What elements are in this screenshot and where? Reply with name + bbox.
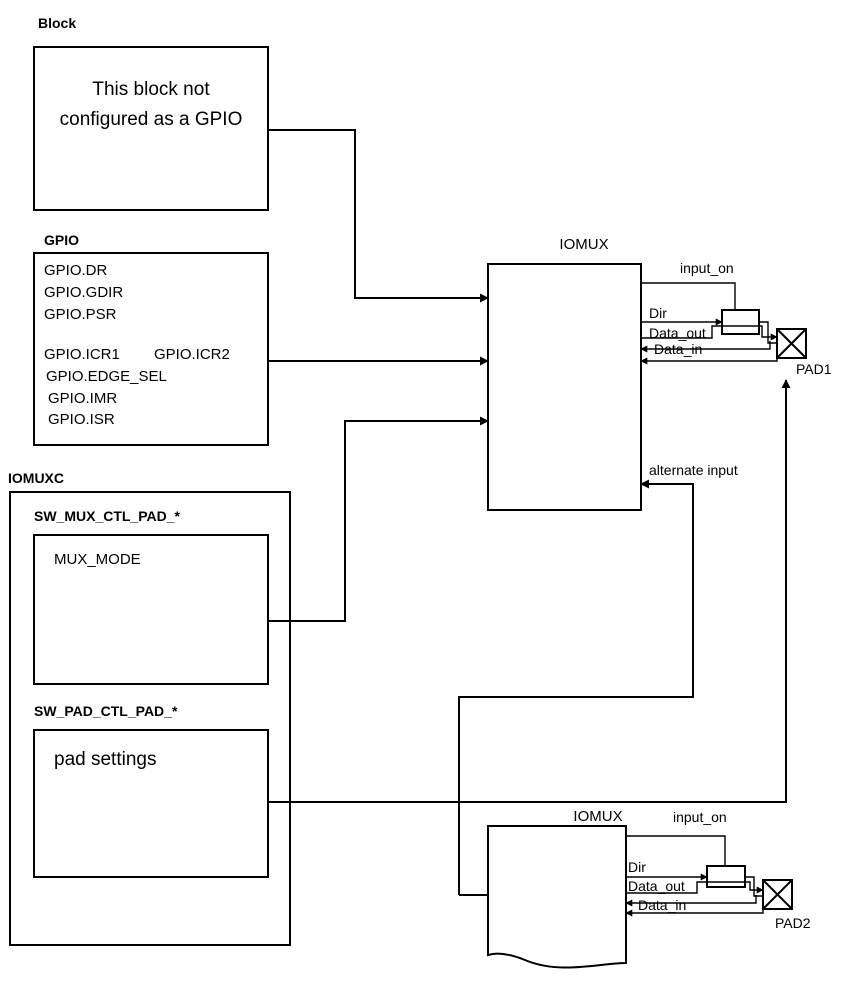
gpio-register-icr2: GPIO.ICR2 bbox=[154, 346, 230, 363]
gpio-register-imr: GPIO.IMR bbox=[48, 390, 117, 407]
pad-ctl-label: SW_PAD_CTL_PAD_* bbox=[34, 703, 178, 719]
iomux-main-data-in-label: Data_in bbox=[654, 341, 702, 357]
block-text-line2: configured as a GPIO bbox=[60, 109, 243, 130]
iomux-main-buffer-out-line bbox=[759, 321, 777, 344]
block-text-line1: This block not bbox=[92, 79, 210, 100]
gpio-register-dr: GPIO.DR bbox=[44, 262, 108, 279]
iomux-main-data-out-line bbox=[641, 325, 778, 341]
iomux-second-dir-label: Dir bbox=[628, 859, 646, 875]
block-heading: Block bbox=[38, 15, 76, 31]
mux-ctl-label: SW_MUX_CTL_PAD_* bbox=[34, 508, 181, 524]
iomux-second-data-in-line bbox=[625, 895, 757, 907]
gpio-register-gdir: GPIO.GDIR bbox=[44, 284, 123, 301]
pad-settings-to-pad1-connector bbox=[268, 379, 791, 803]
pad1-label: PAD1 bbox=[796, 361, 832, 377]
mux-mode-to-iomux-connector bbox=[268, 416, 489, 622]
pad2-label: PAD2 bbox=[775, 915, 811, 931]
gpio-register-edge-sel: GPIO.EDGE_SEL bbox=[46, 368, 167, 385]
iomux-main-data-out-label: Data_out bbox=[649, 325, 706, 341]
iomux-main-box bbox=[487, 263, 642, 511]
pad1-icon bbox=[776, 328, 807, 359]
gpio-box bbox=[33, 252, 269, 446]
iomux-second-input-on-label: input_on bbox=[673, 809, 727, 825]
alternate-input-connector bbox=[458, 479, 694, 895]
iomuxc-box bbox=[9, 491, 291, 946]
pad2-icon bbox=[762, 879, 793, 910]
mux-mode-label: MUX_MODE bbox=[54, 551, 141, 568]
iomux-main-input-on-label: input_on bbox=[680, 260, 734, 276]
mux-mode-box bbox=[33, 534, 269, 685]
iomux-second-title: IOMUX bbox=[573, 808, 622, 825]
iomux-second-data-out-label: Data_out bbox=[628, 878, 685, 894]
gpio-register-isr: GPIO.ISR bbox=[48, 411, 115, 428]
iomuxc-heading: IOMUXC bbox=[8, 470, 64, 486]
gpio-heading: GPIO bbox=[44, 232, 79, 248]
iomux-second-buffer-out-line bbox=[745, 876, 763, 897]
pad-settings-box bbox=[33, 729, 269, 878]
gpio-register-icr1: GPIO.ICR1 bbox=[44, 346, 120, 363]
pad-settings-label: pad settings bbox=[54, 749, 156, 770]
gpio-register-psr: GPIO.PSR bbox=[44, 306, 117, 323]
block-to-iomux-connector bbox=[268, 129, 489, 303]
iomux-main-input-on-line bbox=[641, 282, 736, 310]
iomux-main-title: IOMUX bbox=[559, 236, 608, 253]
alternate-input-label: alternate input bbox=[649, 462, 738, 478]
block-box bbox=[33, 46, 269, 211]
iomux-second-buffer bbox=[706, 865, 746, 888]
iomux-second-box bbox=[487, 825, 627, 969]
iomux-main-dir-label: Dir bbox=[649, 305, 667, 321]
iomux-main-buffer bbox=[721, 309, 760, 335]
iomux-second-data-out-line bbox=[626, 881, 764, 894]
iomux-second-data-in-label: Data_in bbox=[638, 897, 686, 913]
iomux-second-input-on-line bbox=[626, 835, 726, 866]
